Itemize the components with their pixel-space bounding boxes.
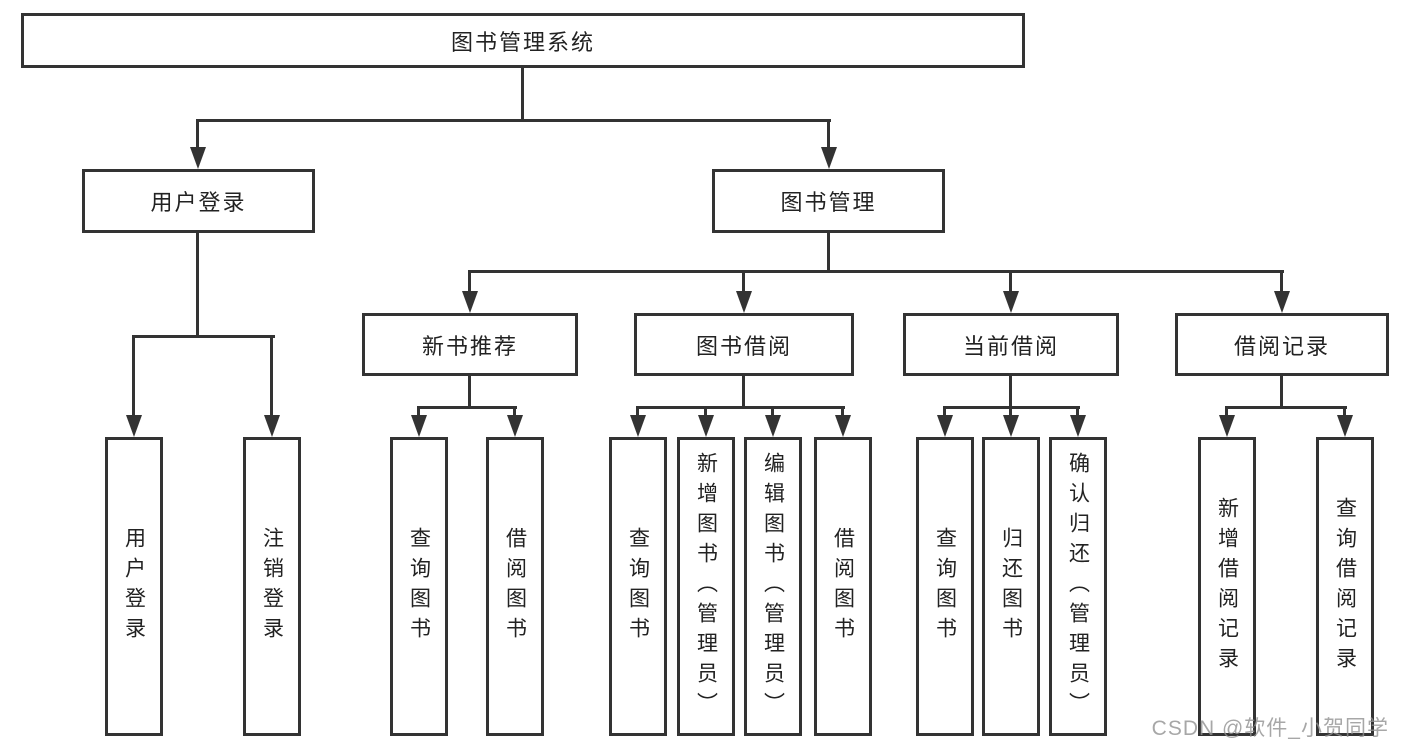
leaf-add-borrow-record: 新增借阅记录 bbox=[1198, 437, 1256, 736]
node-new-book-recommendation: 新书推荐 bbox=[362, 313, 578, 376]
arrow-down-icon bbox=[1274, 291, 1290, 313]
node-library-system: 图书管理系统 bbox=[21, 13, 1025, 68]
leaf-query-books-recommend: 查询图书 bbox=[390, 437, 448, 736]
connector-line bbox=[742, 376, 745, 409]
leaf-query-books-current: 查询图书 bbox=[916, 437, 974, 736]
connector-line bbox=[841, 406, 844, 417]
arrow-down-icon bbox=[126, 415, 142, 437]
connector-line bbox=[1009, 270, 1012, 291]
connector-line bbox=[1225, 406, 1228, 417]
connector-line bbox=[1076, 406, 1079, 417]
node-user-login: 用户登录 bbox=[82, 169, 315, 233]
connector-line bbox=[468, 270, 471, 291]
leaf-user-login: 用户登录 bbox=[105, 437, 163, 736]
arrow-down-icon bbox=[264, 415, 280, 437]
connector-line bbox=[771, 406, 774, 417]
arrow-down-icon bbox=[736, 291, 752, 313]
arrow-down-icon bbox=[190, 147, 206, 169]
connector-line bbox=[196, 119, 831, 122]
connector-line bbox=[1280, 376, 1283, 409]
arrow-down-icon bbox=[462, 291, 478, 313]
arrow-down-icon bbox=[507, 415, 523, 437]
connector-line bbox=[417, 406, 517, 409]
leaf-query-books-borrowing: 查询图书 bbox=[609, 437, 667, 736]
csdn-watermark: CSDN @软件_小贺同学 bbox=[1151, 717, 1389, 740]
leaf-query-borrow-record: 查询借阅记录 bbox=[1316, 437, 1374, 736]
connector-line bbox=[270, 335, 273, 415]
arrow-down-icon bbox=[835, 415, 851, 437]
connector-line bbox=[132, 335, 275, 338]
connector-line bbox=[521, 68, 524, 122]
arrow-down-icon bbox=[821, 147, 837, 169]
connector-line bbox=[704, 406, 707, 417]
connector-line bbox=[1009, 406, 1012, 417]
arrow-down-icon bbox=[1003, 415, 1019, 437]
leaf-borrow-books-recommend: 借阅图书 bbox=[486, 437, 544, 736]
connector-line bbox=[827, 119, 830, 147]
connector-line bbox=[636, 406, 845, 409]
connector-line bbox=[196, 119, 199, 147]
arrow-down-icon bbox=[630, 415, 646, 437]
connector-line bbox=[943, 406, 946, 417]
arrow-down-icon bbox=[937, 415, 953, 437]
connector-line bbox=[1280, 270, 1283, 291]
node-book-management: 图书管理 bbox=[712, 169, 945, 233]
leaf-return-books: 归还图书 bbox=[982, 437, 1040, 736]
leaf-logout-login: 注销登录 bbox=[243, 437, 301, 736]
connector-line bbox=[1343, 406, 1346, 417]
leaf-borrow-books-borrowing: 借阅图书 bbox=[814, 437, 872, 736]
connector-line bbox=[417, 406, 420, 417]
node-borrowing-records: 借阅记录 bbox=[1175, 313, 1389, 376]
arrow-down-icon bbox=[698, 415, 714, 437]
node-current-borrowing: 当前借阅 bbox=[903, 313, 1119, 376]
connector-line bbox=[1009, 376, 1012, 409]
arrow-down-icon bbox=[1003, 291, 1019, 313]
leaf-edit-book-admin: 编辑图书（管理员） bbox=[744, 437, 802, 736]
connector-line bbox=[1225, 406, 1347, 409]
arrow-down-icon bbox=[1337, 415, 1353, 437]
connector-line bbox=[513, 406, 516, 417]
connector-line bbox=[468, 270, 1284, 273]
node-book-borrowing: 图书借阅 bbox=[634, 313, 854, 376]
arrow-down-icon bbox=[1219, 415, 1235, 437]
connector-line bbox=[742, 270, 745, 291]
leaf-add-book-admin: 新增图书（管理员） bbox=[677, 437, 735, 736]
connector-line bbox=[196, 233, 199, 338]
connector-line bbox=[132, 335, 135, 415]
connector-line bbox=[636, 406, 639, 417]
connector-line bbox=[827, 233, 830, 273]
arrow-down-icon bbox=[411, 415, 427, 437]
connector-line bbox=[468, 376, 471, 409]
leaf-confirm-return-admin: 确认归还（管理员） bbox=[1049, 437, 1107, 736]
arrow-down-icon bbox=[765, 415, 781, 437]
arrow-down-icon bbox=[1070, 415, 1086, 437]
